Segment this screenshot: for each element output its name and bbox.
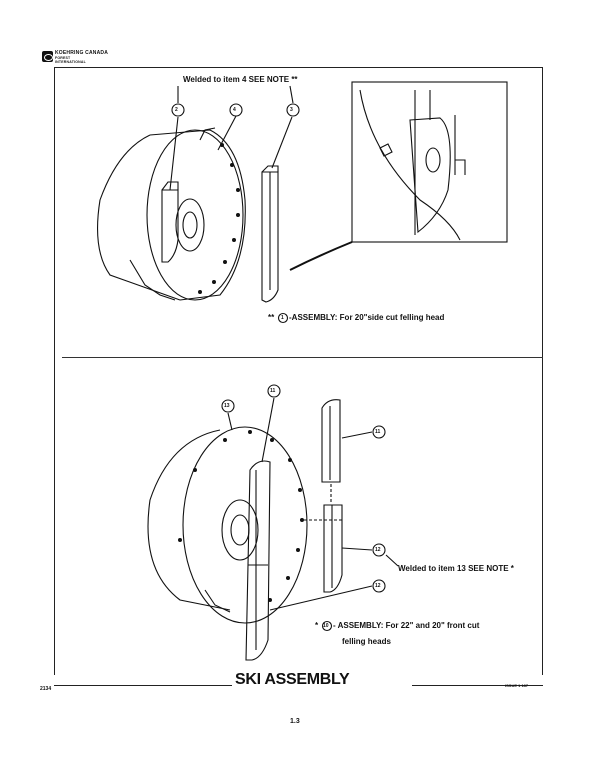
title-rule-right — [412, 685, 543, 686]
section-divider — [62, 357, 543, 358]
page-title: SKI ASSEMBLY — [232, 671, 353, 689]
drawing-frame — [54, 67, 543, 675]
callout-12-low: 12 — [375, 583, 381, 589]
callout-4: 4 — [233, 107, 236, 113]
callout-3: 3 — [290, 107, 293, 113]
top-assembly-callout: 1 — [281, 315, 284, 321]
bottom-welded-note: Welded to item 13 SEE NOTE * — [398, 564, 514, 573]
callout-11-right: 11 — [375, 429, 381, 435]
bottom-assembly-callout: 10 — [323, 623, 329, 629]
callout-11-top: 11 — [270, 388, 276, 394]
brand-line-1: KOEHRING CANADA — [55, 50, 108, 56]
page-number: 1.3 — [290, 718, 300, 725]
company-logo-icon — [42, 51, 53, 62]
bottom-assembly-note-line1: - ASSEMBLY: For 22" and 20" front cut — [333, 621, 480, 630]
callout-13: 13 — [224, 403, 230, 409]
issue-label: ISSUE 1 187 — [505, 683, 529, 688]
top-assembly-note: -ASSEMBLY: For 20"side cut felling head — [289, 313, 445, 322]
title-rule-left — [54, 685, 232, 686]
brand-line-2: FOREST — [55, 56, 71, 60]
brand-line-3: INTERNATIONAL — [55, 60, 86, 64]
title-row: SKI ASSEMBLY — [54, 671, 543, 697]
bottom-assembly-note-line2: felling heads — [342, 637, 391, 646]
top-assembly-prefix: ** — [268, 313, 275, 322]
bottom-assembly-prefix: * — [315, 621, 319, 630]
callout-2: 2 — [175, 107, 178, 113]
top-welded-note: Welded to item 4 SEE NOTE ** — [183, 75, 298, 84]
drawing-number: 2134 — [40, 686, 52, 692]
callout-12-mid: 12 — [375, 547, 381, 553]
